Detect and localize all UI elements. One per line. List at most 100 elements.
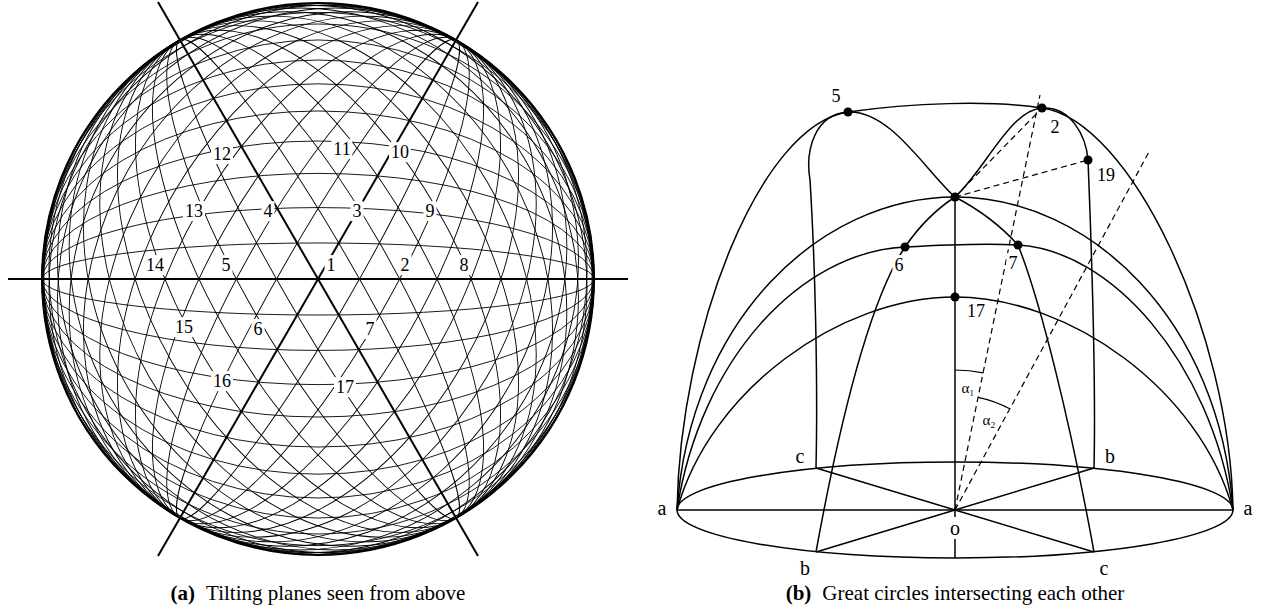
label-anchor: 14 bbox=[144, 256, 166, 276]
label-anchor: 13 bbox=[183, 202, 205, 222]
great-circle bbox=[677, 103, 1233, 510]
caption: (a) Tilting planes seen from above bbox=[169, 582, 468, 605]
label-anchor: 4 bbox=[262, 202, 275, 222]
callout-label: 5 bbox=[220, 255, 233, 275]
callout-label: 9 bbox=[424, 201, 437, 221]
callout-label: α₁ bbox=[959, 380, 976, 396]
tilted-plane-ellipse bbox=[60, 0, 575, 587]
label-anchor: α₁ bbox=[959, 379, 976, 397]
callout-label: c bbox=[794, 445, 807, 467]
callout-label: a bbox=[1242, 497, 1255, 519]
intersection-dot bbox=[951, 293, 960, 302]
diameter-line bbox=[816, 510, 955, 552]
tilted-plane-ellipse bbox=[89, 0, 548, 571]
label-anchor: 19 bbox=[1095, 166, 1117, 186]
callout-label: 5 bbox=[830, 86, 843, 106]
diameter-line bbox=[955, 468, 1094, 510]
intersection-dot bbox=[901, 243, 910, 252]
tilted-plane-ellipse bbox=[0, 0, 693, 607]
label-anchor: 2 bbox=[399, 256, 412, 276]
callout-label: 1 bbox=[325, 255, 338, 275]
tilted-plane-ellipse bbox=[60, 0, 575, 587]
callout-label: 6 bbox=[252, 319, 265, 339]
label-anchor: 5 bbox=[830, 87, 843, 107]
caption-text: (a) bbox=[169, 582, 198, 605]
tilted-plane-ellipse bbox=[11, 0, 625, 607]
caption: (b)Great circles intersecting each other bbox=[784, 582, 1127, 605]
tilted-plane-ellipse bbox=[11, 0, 625, 607]
label-anchor: 6 bbox=[252, 320, 265, 340]
callout-label: 7 bbox=[364, 319, 377, 339]
intersection-dot bbox=[951, 193, 960, 202]
angle-arc bbox=[955, 370, 983, 373]
callout-label: 4 bbox=[262, 201, 275, 221]
callout-label: α₂ bbox=[980, 412, 997, 428]
diameter-line bbox=[955, 510, 1094, 552]
callout-label: b bbox=[798, 557, 812, 579]
caption-text: Tilting planes seen from above bbox=[204, 582, 467, 605]
caption-text: (b) bbox=[784, 582, 814, 605]
label-anchor: 5 bbox=[220, 256, 233, 276]
dashed-line bbox=[955, 108, 1042, 197]
great-circle bbox=[677, 244, 1233, 510]
tilted-plane-ellipse bbox=[0, 0, 646, 607]
label-anchor: 17 bbox=[334, 378, 356, 398]
label-anchor: 10 bbox=[389, 143, 411, 163]
label-anchor: a bbox=[656, 497, 669, 519]
label-anchor: 17 bbox=[965, 302, 987, 322]
callout-label: 16 bbox=[211, 371, 233, 391]
label-anchor: 12 bbox=[211, 145, 233, 165]
label-anchor: 3 bbox=[351, 202, 364, 222]
tilted-plane-ellipse bbox=[0, 0, 677, 607]
label-anchor: b bbox=[1103, 445, 1117, 467]
tilted-plane-ellipse bbox=[0, 0, 677, 607]
intersection-dot bbox=[844, 108, 853, 117]
diameter-line bbox=[816, 468, 955, 510]
intersection-dot bbox=[1084, 156, 1093, 165]
callout-label: 17 bbox=[334, 377, 356, 397]
callout-label: 8 bbox=[458, 255, 471, 275]
callout-label: 15 bbox=[173, 317, 195, 337]
label-anchor: a bbox=[1242, 497, 1255, 519]
label-anchor: 15 bbox=[173, 318, 195, 338]
great-circle bbox=[677, 197, 1233, 510]
label-anchor: α₂ bbox=[980, 411, 997, 429]
axis-line bbox=[158, 2, 478, 556]
label-anchor: c bbox=[794, 445, 807, 467]
tilted-plane-ellipse bbox=[0, 0, 687, 607]
dashed-line bbox=[955, 150, 1150, 510]
tilted-plane-ellipse bbox=[0, 0, 646, 607]
callout-label: 19 bbox=[1095, 165, 1117, 185]
label-anchor: 6 bbox=[893, 256, 906, 276]
intersection-dot bbox=[1038, 104, 1047, 113]
label-anchor: 2 bbox=[1049, 118, 1062, 138]
tilting-planes-top-view bbox=[0, 0, 693, 607]
callout-label: 12 bbox=[211, 144, 233, 164]
callout-label: 2 bbox=[1049, 117, 1062, 137]
great-circle bbox=[677, 297, 1233, 510]
callout-label: 14 bbox=[144, 255, 166, 275]
tilted-plane-ellipse bbox=[0, 0, 687, 607]
callout-label: 2 bbox=[399, 255, 412, 275]
intersection-dots bbox=[844, 104, 1093, 302]
label-anchor: 7 bbox=[364, 320, 377, 340]
label-anchor: 11 bbox=[331, 140, 352, 160]
callout-label: 3 bbox=[351, 201, 364, 221]
callout-label: c bbox=[1098, 557, 1111, 579]
callout-label: b bbox=[1103, 445, 1117, 467]
callout-label: 13 bbox=[183, 201, 205, 221]
callout-label: a bbox=[656, 497, 669, 519]
dashed-line bbox=[955, 160, 1088, 197]
label-anchor: o bbox=[948, 517, 962, 539]
callout-label: 7 bbox=[1007, 253, 1020, 273]
label-anchor: 8 bbox=[458, 256, 471, 276]
axis-line bbox=[158, 2, 478, 556]
hemisphere-view bbox=[677, 95, 1233, 558]
label-anchor: b bbox=[798, 557, 812, 579]
vertical-axis bbox=[954, 197, 956, 558]
label-anchor: 9 bbox=[424, 202, 437, 222]
label-anchor: 1 bbox=[325, 256, 338, 276]
callout-label: 11 bbox=[331, 139, 352, 159]
